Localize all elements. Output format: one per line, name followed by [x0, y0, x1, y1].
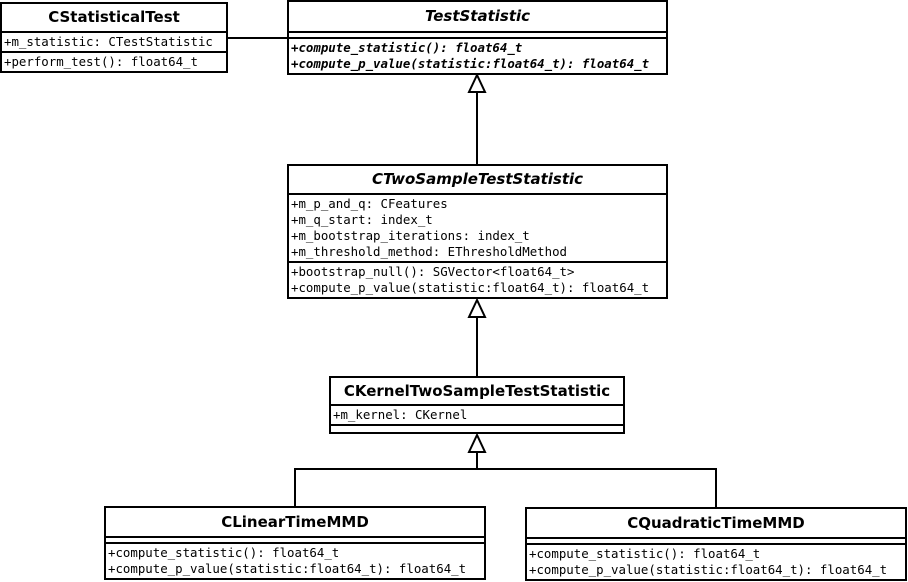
inheritance-arrowhead	[467, 297, 487, 318]
class-ckerneltwosampleteststatistic: CKernelTwoSampleTestStatistic +m_kernel:…	[329, 376, 625, 434]
inheritance-arrowhead	[467, 72, 487, 93]
method: +bootstrap_null(): SGVector<float64_t>	[291, 264, 575, 279]
attribute: +m_q_start: index_t	[291, 212, 433, 227]
class-ctwosampleteststatistic: CTwoSampleTestStatistic +m_p_and_q: CFea…	[287, 164, 668, 299]
class-name: TestStatistic	[289, 2, 666, 33]
method: +compute_p_value(statistic:float64_t): f…	[529, 562, 888, 577]
method: +perform_test(): float64_t	[4, 54, 198, 69]
generalization-line-mmd-to-kernel	[294, 468, 717, 508]
attributes-section: +m_statistic: CTestStatistic	[2, 33, 226, 53]
method: +compute_p_value(statistic:float64_t): f…	[291, 56, 650, 71]
methods-section: +compute_statistic(): float64_t +compute…	[527, 545, 905, 579]
methods-section: +perform_test(): float64_t	[2, 53, 226, 71]
attributes-section	[527, 539, 905, 545]
class-teststatistic: TestStatistic +compute_statistic(): floa…	[287, 0, 668, 75]
attribute: +m_kernel: CKernel	[333, 407, 468, 422]
class-name: CStatisticalTest	[2, 4, 226, 33]
class-cquadratictimemmd: CQuadraticTimeMMD +compute_statistic(): …	[525, 507, 907, 581]
attribute: +m_bootstrap_iterations: index_t	[291, 228, 530, 243]
attributes-section: +m_kernel: CKernel	[331, 406, 623, 426]
attributes-section	[289, 33, 666, 39]
class-name: CKernelTwoSampleTestStatistic	[331, 378, 623, 406]
class-cstatisticaltest: CStatisticalTest +m_statistic: CTestStat…	[0, 2, 228, 73]
class-name: CLinearTimeMMD	[106, 508, 484, 538]
attributes-section	[106, 538, 484, 544]
methods-section: +compute_statistic(): float64_t +compute…	[106, 544, 484, 578]
method: +compute_statistic(): float64_t	[529, 546, 761, 561]
methods-section: +bootstrap_null(): SGVector<float64_t> +…	[289, 263, 666, 297]
method: +compute_statistic(): float64_t	[291, 40, 523, 55]
class-name: CTwoSampleTestStatistic	[289, 166, 666, 195]
inheritance-arrowhead	[467, 432, 487, 453]
method: +compute_p_value(statistic:float64_t): f…	[291, 280, 650, 295]
attributes-section: +m_p_and_q: CFeatures +m_q_start: index_…	[289, 195, 666, 263]
attribute: +m_statistic: CTestStatistic	[4, 34, 213, 49]
attribute: +m_threshold_method: EThresholdMethod	[291, 244, 568, 259]
class-name: CQuadraticTimeMMD	[527, 509, 905, 539]
attribute: +m_p_and_q: CFeatures	[291, 196, 448, 211]
class-clineartimemmd: CLinearTimeMMD +compute_statistic(): flo…	[104, 506, 486, 580]
method: +compute_p_value(statistic:float64_t): f…	[108, 561, 467, 576]
method: +compute_statistic(): float64_t	[108, 545, 340, 560]
methods-section	[331, 426, 623, 432]
methods-section: +compute_statistic(): float64_t +compute…	[289, 39, 666, 73]
